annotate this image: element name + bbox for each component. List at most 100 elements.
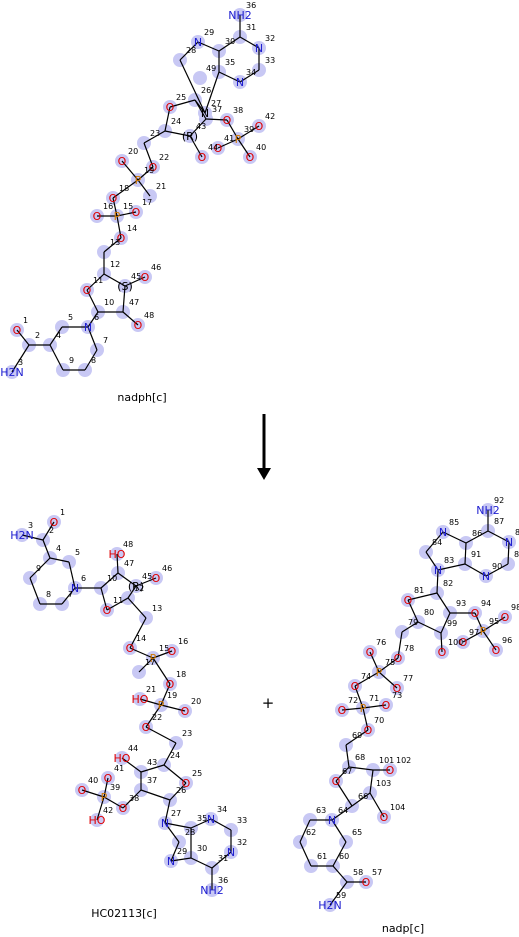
bond-19-22: [145, 704, 162, 728]
bond-19-22: [137, 166, 154, 181]
atom-index-91: 91: [471, 550, 481, 559]
atom-index-73: 73: [392, 691, 402, 700]
bond-58-60: [332, 865, 348, 883]
bond-95-96: [482, 630, 497, 651]
atom-symbol-102: O: [386, 764, 395, 777]
atom-index-92: 92: [494, 496, 504, 505]
bond-29-30: [170, 857, 192, 862]
atom-index-45: 45: [131, 272, 141, 281]
bond-1-2: [42, 521, 55, 541]
bond-39-40: [81, 789, 105, 798]
atom-index-43: 43: [196, 122, 206, 131]
atom-index-48: 48: [144, 311, 154, 320]
atom-index-49: 49: [206, 64, 216, 73]
atom-symbol-90: N: [482, 570, 490, 583]
bond-24-25: [163, 764, 187, 784]
bond-15-17: [138, 657, 154, 673]
atom-index-62: 62: [306, 828, 316, 837]
atom-symbol-78: O: [394, 652, 403, 665]
bond-39-41: [217, 138, 239, 149]
atom-index-69: 69: [352, 731, 362, 740]
atom-index-33: 33: [265, 56, 275, 65]
atom-symbol-42: O: [255, 120, 264, 133]
atom-index-59: 59: [336, 891, 346, 900]
atom-symbol-40: O: [246, 151, 255, 164]
bond-85-86: [442, 531, 467, 544]
atom-index-24: 24: [171, 117, 181, 126]
atom-index-5: 5: [68, 313, 73, 322]
bond-7-8: [84, 349, 98, 371]
atom-symbol-39: P: [235, 133, 242, 146]
bond-43-24: [140, 764, 165, 773]
atom-index-58: 58: [353, 868, 363, 877]
atom-index-20: 20: [128, 147, 138, 156]
bond-43-24: [164, 130, 191, 137]
bond-33-34: [239, 69, 260, 83]
atom-symbol-16: O: [168, 645, 177, 658]
bond-47-48: [122, 311, 139, 326]
bond-86-91: [464, 542, 467, 565]
atom-symbol-94: O: [471, 607, 480, 620]
atom-index-29: 29: [204, 28, 214, 37]
atom-symbol-20: O: [181, 705, 190, 718]
bond-37-38: [205, 118, 228, 121]
atom-index-82: 82: [443, 579, 453, 588]
atom-index-18: 18: [119, 184, 129, 193]
bond-6-7: [87, 326, 98, 351]
atom-index-39: 39: [244, 125, 254, 134]
bond-15-18: [112, 197, 118, 217]
bond-15-17: [116, 211, 137, 217]
bond-4-5: [49, 326, 63, 346]
atom-index-14: 14: [136, 634, 146, 643]
bond-11-12: [106, 597, 129, 611]
atom-index-24: 24: [170, 751, 180, 760]
bond-95-98: [482, 616, 506, 632]
atom-index-14: 14: [127, 224, 137, 233]
atom-symbol-20: O: [118, 155, 127, 168]
atom-index-67: 67: [342, 767, 352, 776]
bond-27-28: [164, 822, 180, 843]
bond-64-65: [331, 819, 347, 843]
bond-45-46: [124, 276, 146, 287]
reaction-arrow: [257, 414, 271, 480]
atom-symbol-85: N: [439, 526, 447, 539]
bond-26-27: [164, 799, 171, 824]
atom-index-36: 36: [218, 876, 228, 885]
atom-index-47: 47: [129, 298, 139, 307]
bond-103-66: [351, 792, 371, 807]
atom-index-22: 22: [152, 713, 162, 722]
bond-66-67: [335, 780, 353, 807]
atom-index-31: 31: [246, 23, 256, 32]
atom-symbol-44: HO: [114, 752, 131, 765]
atom-index-34: 34: [246, 68, 256, 77]
bond-34-35: [218, 71, 241, 83]
atom-index-16: 16: [178, 637, 188, 646]
atom-symbol-40: O: [78, 784, 87, 797]
atom-symbol-3: H2N: [10, 529, 34, 542]
atom-symbol-48: HO: [109, 548, 126, 561]
atom-symbol-92: NH2: [476, 504, 500, 517]
atom-index-10: 10: [107, 574, 117, 583]
bond-43-44: [121, 757, 142, 773]
bond-9-4: [29, 557, 51, 579]
atom-symbol-32: N: [227, 846, 235, 859]
bond-14-15: [116, 215, 122, 239]
bond-47-48: [116, 553, 119, 574]
atom-index-6: 6: [94, 313, 99, 322]
atom-symbol-27: N: [161, 817, 169, 830]
bond-31-32: [239, 36, 260, 49]
atom-symbol-18: O: [109, 192, 118, 205]
atom-index-43: 43: [147, 758, 157, 767]
bond-30-31: [218, 36, 241, 52]
bond-22-23: [145, 726, 177, 744]
atom-symbol-95: P: [480, 625, 487, 638]
bond-4-5: [49, 557, 70, 563]
atom-index-2: 2: [49, 526, 54, 535]
bond-18-19: [112, 179, 139, 199]
atom-index-27: 27: [171, 809, 181, 818]
atom-symbol-42: HO: [89, 814, 106, 827]
atom-index-1: 1: [23, 316, 28, 325]
bond-9-4: [49, 344, 64, 371]
atom-symbol-17: O: [132, 206, 141, 219]
